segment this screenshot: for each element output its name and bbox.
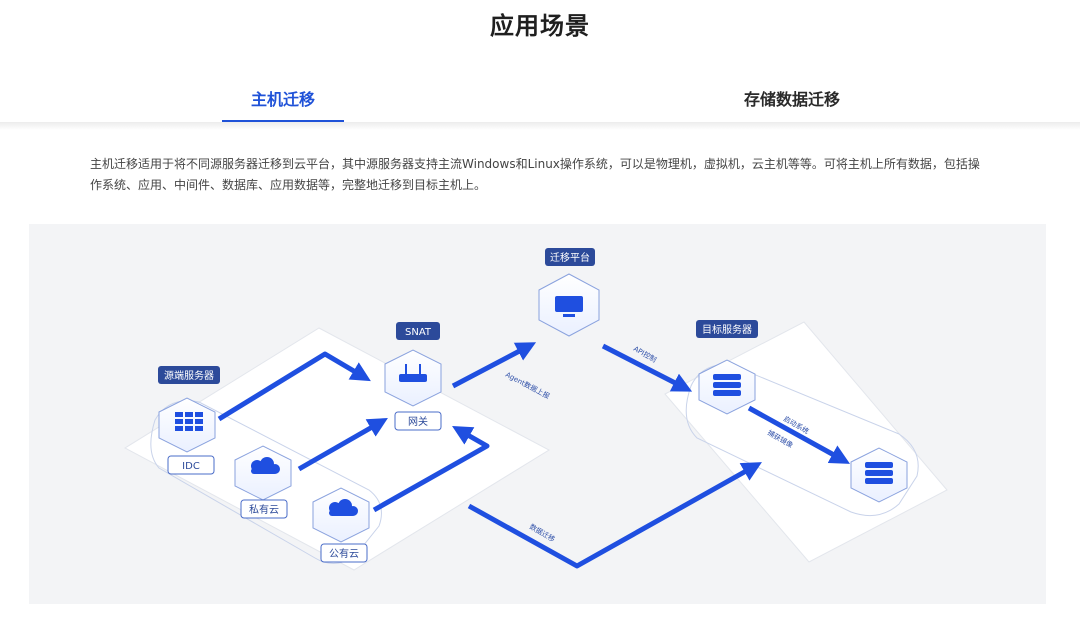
flow-arrows (217, 342, 851, 569)
active-tab-indicator (222, 120, 344, 123)
idc-node[interactable] (158, 397, 216, 453)
gateway-node[interactable] (384, 349, 442, 407)
arrow-idc-to-snat (217, 351, 371, 422)
server-rack-icon (175, 412, 203, 431)
svg-text:目标服务器: 目标服务器 (702, 323, 752, 336)
tag-target-server: 目标服务器 (696, 320, 758, 338)
router-icon (399, 364, 427, 382)
diagram-canvas: Agent数据上报 API控制 数据迁移 启动系统 捕获镜像 (123, 248, 948, 571)
tag-private-cloud: 私有云 (240, 499, 288, 519)
arrow-data-migration (467, 462, 762, 569)
tag-idc: IDC (167, 455, 215, 475)
monitor-icon (555, 296, 583, 317)
tag-public-cloud: 公有云 (320, 543, 368, 563)
target-server-replica-node (850, 447, 908, 503)
server-icon (713, 374, 741, 396)
tag-source-server: 源端服务器 (158, 366, 220, 384)
svg-text:公有云: 公有云 (329, 547, 359, 560)
cloud-icon (251, 457, 280, 474)
tab-bar: 主机迁移 存储数据迁移 (0, 76, 1080, 124)
idc-cube (158, 397, 216, 453)
migration-platform-node[interactable] (538, 273, 600, 337)
svg-text:IDC: IDC (182, 461, 200, 472)
cloud-icon (329, 499, 358, 516)
svg-text:SNAT: SNAT (405, 327, 432, 338)
svg-text:网关: 网关 (408, 415, 428, 428)
private-cloud-node[interactable] (234, 445, 292, 501)
tab-storage-migration[interactable]: 存储数据迁移 (743, 90, 840, 109)
arrow-private-to-gateway (297, 418, 388, 472)
arrow-target-image (747, 405, 851, 464)
page-title: 应用场景 (490, 12, 590, 40)
arrow-platform-to-target (601, 343, 693, 392)
svg-text:迁移平台: 迁移平台 (550, 251, 590, 264)
server-icon (865, 462, 893, 484)
svg-text:私有云: 私有云 (249, 503, 279, 516)
migration-diagram: Agent数据上报 API控制 数据迁移 启动系统 捕获镜像 (29, 224, 1046, 604)
description-text: 主机迁移适用于将不同源服务器迁移到云平台，其中源服务器支持主流Windows和L… (90, 157, 980, 192)
tag-snat: SNAT (396, 322, 440, 340)
svg-text:源端服务器: 源端服务器 (164, 369, 214, 382)
tab-host-migration[interactable]: 主机迁移 (250, 90, 315, 109)
public-cloud-node[interactable] (312, 487, 370, 543)
tab-divider (0, 122, 1080, 130)
arrow-gateway-to-platform (451, 342, 537, 389)
arrow-public-to-gateway (372, 426, 490, 513)
tag-migration-platform: 迁移平台 (545, 248, 595, 266)
tag-gateway: 网关 (394, 411, 442, 431)
edge-label-agent-upload: Agent数据上报 (504, 370, 551, 401)
target-server-node[interactable] (698, 359, 756, 415)
